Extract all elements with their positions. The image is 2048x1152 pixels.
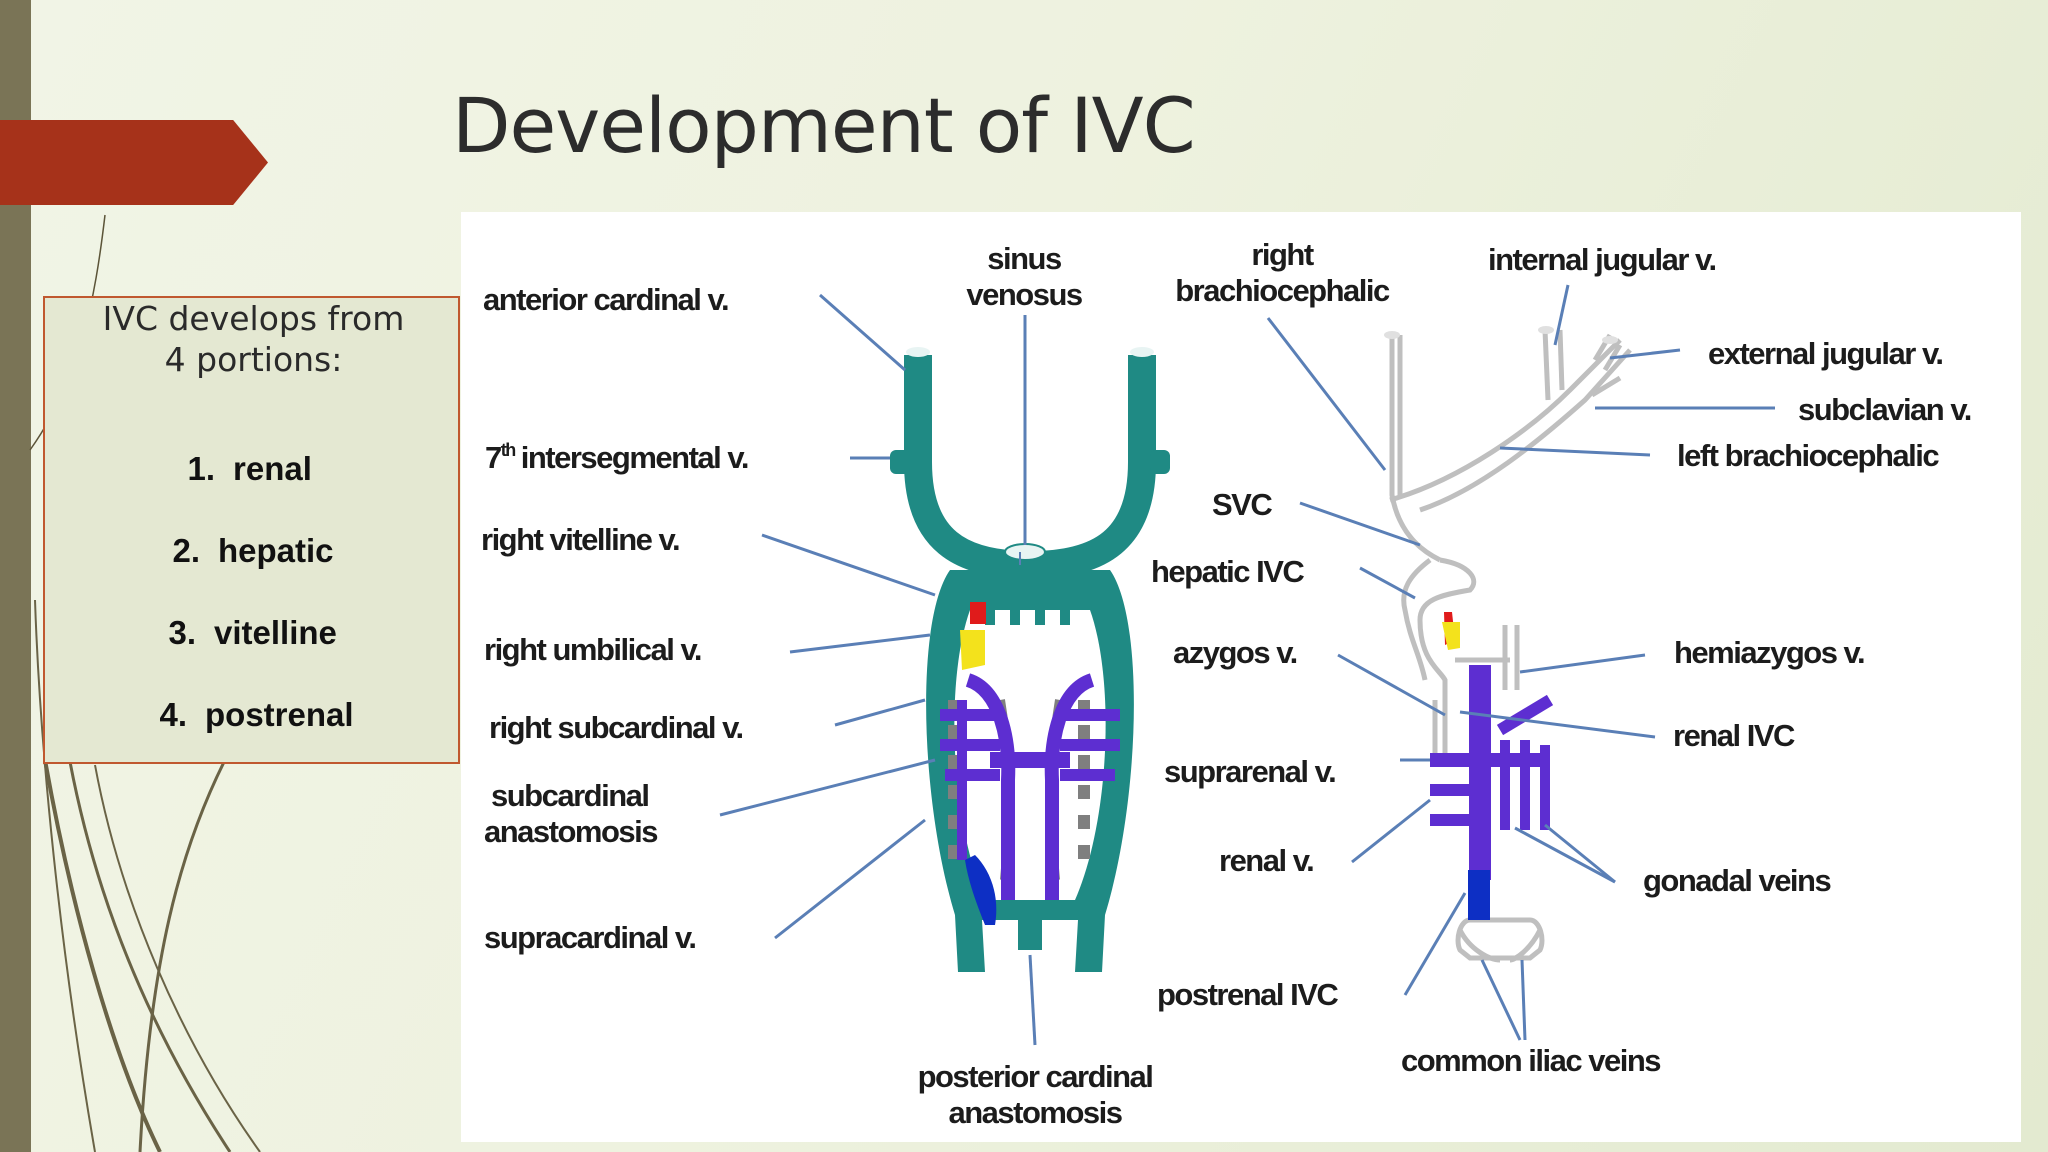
label-anterior-cardinal: anterior cardinal v. — [483, 282, 728, 317]
label-internal-jugular: internal jugular v. — [1488, 242, 1716, 277]
posterior-cardinal-stub — [1018, 900, 1042, 950]
info-box: IVC develops from 4 portions: 1. renal 2… — [43, 296, 460, 764]
vein-cap — [906, 347, 930, 357]
info-intro-line1: IVC develops from — [102, 299, 405, 338]
label-posterior-cardinal-line1: posterior cardinal — [918, 1059, 1153, 1094]
label-intersegmental: 7th intersegmental v. — [485, 440, 748, 475]
leader-lines — [719, 284, 1775, 1046]
vitelline-stub — [1035, 600, 1045, 625]
label-subclavian: subclavian v. — [1798, 392, 1971, 427]
label-right-subcardinal: right subcardinal v. — [489, 710, 743, 745]
vitelline-yellow-segment — [960, 630, 985, 670]
label-svc: SVC — [1212, 487, 1272, 522]
embryonic-venous-system — [890, 347, 1170, 972]
renal-blue-segment — [965, 855, 997, 925]
label-gonadal-veins: gonadal veins — [1643, 863, 1830, 898]
info-intro: IVC develops from 4 portions: — [45, 298, 462, 380]
label-supracardinal: supracardinal v. — [484, 920, 695, 955]
label-postrenal-ivc: postrenal IVC — [1157, 977, 1338, 1012]
label-sinus-line2: venosus — [966, 277, 1082, 312]
sinus-venosus — [1004, 543, 1046, 561]
list-item-text: hepatic — [218, 532, 334, 569]
label-posterior-cardinal-line2: anastomosis — [948, 1095, 1121, 1130]
label-subcardinal-anastomosis-line2: anastomosis — [484, 814, 657, 849]
subcardinal-veins — [940, 673, 1120, 900]
label-right-brachiocephalic-line1: right — [1251, 237, 1314, 272]
label-hepatic-ivc: hepatic IVC — [1151, 554, 1304, 589]
list-item-text: vitelline — [214, 614, 337, 651]
list-item-number: 2. — [172, 532, 200, 569]
label-renal-v: renal v. — [1219, 843, 1313, 878]
intersegmental-stub — [1150, 450, 1170, 474]
intersegmental-stub — [890, 450, 910, 474]
adult-venous-system — [1384, 326, 1632, 963]
anterior-cardinal-veins — [904, 355, 1156, 580]
label-intersegmental-sup: th — [501, 440, 515, 460]
vitelline-stub — [985, 600, 995, 625]
vitelline-stub — [1060, 600, 1070, 625]
slide-title: Development of IVC — [452, 81, 1196, 170]
label-right-brachiocephalic-line2: brachiocephalic — [1175, 273, 1390, 308]
label-right-umbilical: right umbilical v. — [484, 632, 701, 667]
label-common-iliac: common iliac veins — [1401, 1043, 1660, 1078]
renal-ivc-purple — [1430, 665, 1554, 880]
info-intro-line2: 4 portions: — [164, 340, 343, 379]
list-item-text: postrenal — [205, 696, 354, 733]
hepatic-red-segment — [970, 602, 986, 624]
label-renal-ivc: renal IVC — [1673, 718, 1795, 753]
label-hemiazygos: hemiazygos v. — [1674, 635, 1864, 670]
list-item-number: 4. — [159, 696, 187, 733]
label-right-vitelline: right vitelline v. — [481, 522, 679, 557]
label-intersegmental-num: 7 — [485, 440, 501, 475]
ivc-diagram: anterior cardinal v. sinus venosus 7thin… — [481, 237, 1972, 1130]
vitelline-yellow-segment — [1442, 622, 1460, 650]
vein-cap — [1130, 347, 1154, 357]
vitelline-stub — [1010, 600, 1020, 625]
list-item-text: renal — [233, 450, 312, 487]
label-sinus-line1: sinus — [987, 241, 1061, 276]
list-item-number: 1. — [187, 450, 215, 487]
postrenal-ivc-blue — [1468, 870, 1490, 920]
gray-outline-veins — [1389, 329, 1632, 963]
label-azygos: azygos v. — [1173, 635, 1297, 670]
title-accent-arrow — [0, 120, 268, 205]
list-item-number: 3. — [168, 614, 196, 651]
label-external-jugular: external jugular v. — [1708, 336, 1943, 371]
label-subcardinal-anastomosis-line1: subcardinal — [491, 778, 649, 813]
label-intersegmental-text: intersegmental v. — [521, 440, 748, 475]
label-suprarenal: suprarenal v. — [1164, 754, 1335, 789]
label-left-brachiocephalic: left brachiocephalic — [1677, 438, 1939, 473]
